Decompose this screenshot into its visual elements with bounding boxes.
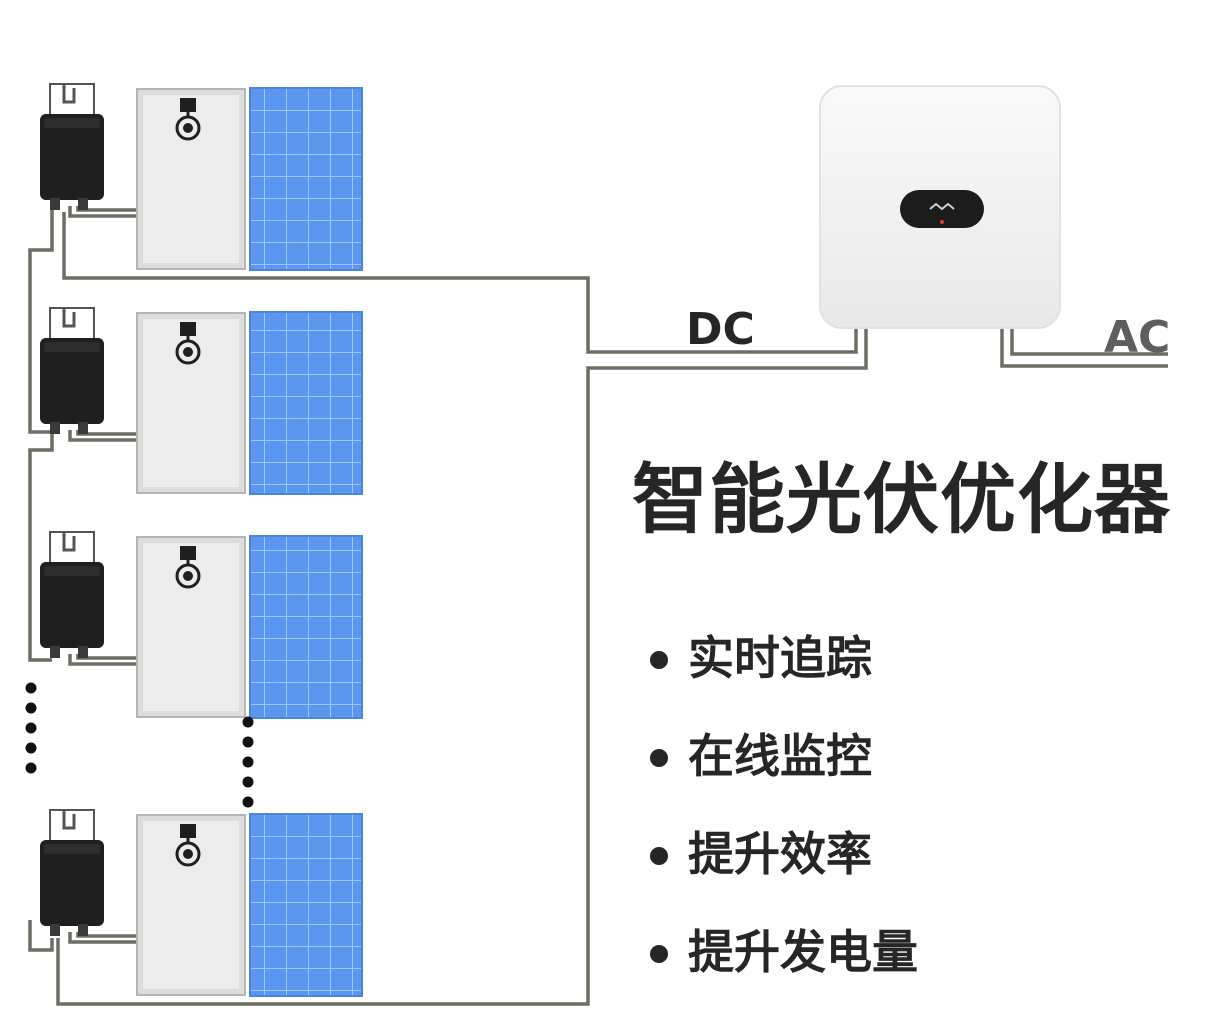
ellipsis-dot xyxy=(242,736,254,748)
feature-item: 实时追踪 xyxy=(650,630,918,728)
optimizer-unit xyxy=(38,808,363,997)
ac-label: AC xyxy=(1104,312,1170,363)
feature-item: 提升效率 xyxy=(650,826,918,924)
optimizer-icon xyxy=(38,82,106,212)
bullet-icon xyxy=(650,749,668,767)
solar-panel-icon xyxy=(249,535,363,719)
logo-icon xyxy=(929,202,955,211)
bullet-icon xyxy=(650,945,668,963)
optimizer-icon xyxy=(38,306,106,436)
optimizer-unit xyxy=(38,530,363,719)
panel-back-icon xyxy=(135,87,247,271)
series-wire xyxy=(28,432,54,662)
solar-panel-icon xyxy=(249,311,363,495)
ellipsis-dot xyxy=(242,756,254,768)
diagram-title: 智能光伏优化器 xyxy=(632,455,1171,544)
feature-label: 提升发电量 xyxy=(688,925,918,979)
ac-wire xyxy=(1010,328,1168,356)
inverter xyxy=(819,85,1061,329)
dc-positive-wire xyxy=(62,212,858,354)
bullet-icon xyxy=(650,651,668,669)
ellipsis-dot xyxy=(25,762,37,774)
series-wire xyxy=(28,206,54,434)
ellipsis-dot xyxy=(25,742,37,754)
panel-back-icon xyxy=(135,535,247,719)
series-wire xyxy=(28,920,54,952)
ellipsis-dot xyxy=(242,716,254,728)
ellipsis-dot xyxy=(25,702,37,714)
optimizer-unit xyxy=(38,306,363,495)
feature-item: 提升发电量 xyxy=(650,924,918,1022)
bullet-icon xyxy=(650,847,668,865)
ellipsis-dot xyxy=(25,682,37,694)
ellipsis-dot xyxy=(242,796,254,808)
feature-label: 提升效率 xyxy=(688,827,872,881)
dc-label: DC xyxy=(686,304,755,355)
ellipsis-dot xyxy=(25,722,37,734)
panel-back-icon xyxy=(135,311,247,495)
status-led-icon xyxy=(940,220,944,224)
solar-panel-icon xyxy=(249,813,363,997)
feature-list: 实时追踪 在线监控 提升效率 提升发电量 xyxy=(650,630,918,1022)
optimizer-unit xyxy=(38,82,363,271)
ellipsis-dot xyxy=(242,776,254,788)
continuation-dots xyxy=(25,682,254,808)
feature-label: 实时追踪 xyxy=(688,631,872,685)
solar-panel-icon xyxy=(249,87,363,271)
optimizer-panel-column xyxy=(38,82,363,997)
dc-negative-wire xyxy=(56,328,868,1006)
ac-wire xyxy=(1000,328,1168,368)
panel-back-icon xyxy=(135,813,247,997)
optimizer-icon xyxy=(38,530,106,660)
feature-label: 在线监控 xyxy=(688,729,872,783)
feature-item: 在线监控 xyxy=(650,728,918,826)
optimizer-icon xyxy=(38,808,106,938)
